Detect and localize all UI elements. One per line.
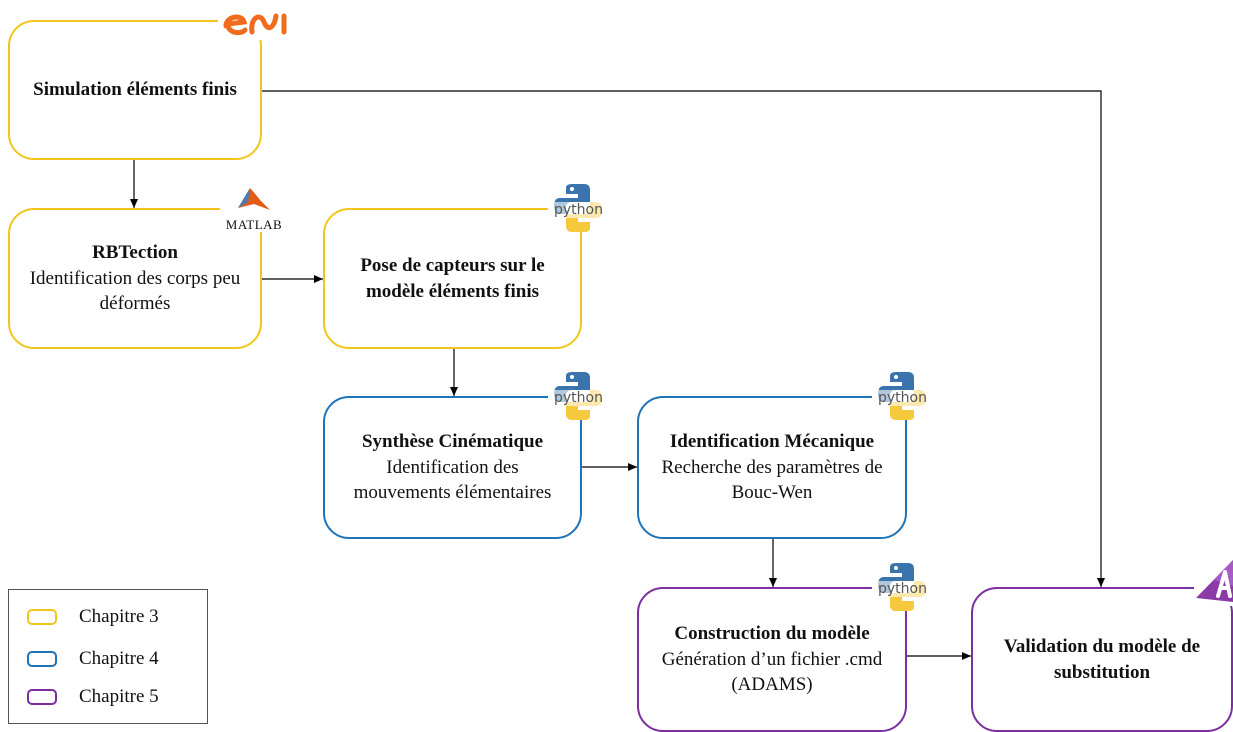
node-rbtection-body: Identification des corps peu déformés xyxy=(29,267,241,315)
legend-item-chapitre-4: Chapitre 4 xyxy=(27,648,159,670)
node-validation: Validation du modèle de substitution xyxy=(971,587,1233,732)
legend-label-chapitre-3: Chapitre 3 xyxy=(79,606,159,627)
node-validation-title: Validation du modèle de substitution xyxy=(1003,635,1201,683)
python-logo: python xyxy=(548,372,608,420)
python-logo: python xyxy=(548,184,608,232)
python-logo-text: python xyxy=(878,390,927,406)
node-synthese: Synthèse Cinématique Identification des … xyxy=(323,396,582,539)
legend-swatch-chapitre-4 xyxy=(27,651,57,667)
python-logo-text: python xyxy=(878,581,927,597)
legend-swatch-chapitre-3 xyxy=(27,609,57,625)
node-identification-title: Identification Mécanique xyxy=(669,431,875,453)
legend: Chapitre 3 Chapitre 4 Chapitre 5 xyxy=(8,589,208,724)
node-identification: Identification Mécanique Recherche des p… xyxy=(637,396,907,539)
esi-logo xyxy=(218,4,292,40)
node-synthese-body: Identification des mouvements élémentair… xyxy=(353,456,552,504)
matlab-logo-text: MATLAB xyxy=(225,217,283,232)
legend-item-chapitre-3: Chapitre 3 xyxy=(27,606,159,628)
node-simulation: Simulation éléments finis xyxy=(8,20,262,160)
legend-item-chapitre-5: Chapitre 5 xyxy=(27,686,159,708)
node-construction: Construction du modèle Génération d’un f… xyxy=(637,587,907,732)
matlab-logo: MATLAB xyxy=(220,184,288,232)
arrow-simulation-to-validation xyxy=(262,90,1105,587)
legend-swatch-chapitre-5 xyxy=(27,689,57,705)
node-simulation-title: Simulation éléments finis xyxy=(33,79,237,101)
python-logo: python xyxy=(872,563,932,611)
node-pose: Pose de capteurs sur le modèle éléments … xyxy=(323,208,582,349)
python-logo-text: python xyxy=(554,390,603,406)
python-logo-text: python xyxy=(554,202,603,218)
node-rbtection: RBTection Identification des corps peu d… xyxy=(8,208,262,349)
node-construction-title: Construction du modèle xyxy=(674,623,870,645)
python-logo: python xyxy=(872,372,932,420)
node-identification-body: Recherche des paramètres de Bouc-Wen xyxy=(661,456,883,504)
legend-label-chapitre-4: Chapitre 4 xyxy=(79,648,159,669)
node-construction-body: Génération d’un fichier .cmd (ADAMS) xyxy=(661,648,883,696)
legend-label-chapitre-5: Chapitre 5 xyxy=(79,686,159,707)
adams-logo xyxy=(1194,556,1233,606)
node-synthese-title: Synthèse Cinématique xyxy=(361,431,544,453)
node-pose-title: Pose de capteurs sur le modèle éléments … xyxy=(360,254,545,302)
node-rbtection-title: RBTection xyxy=(92,242,178,264)
